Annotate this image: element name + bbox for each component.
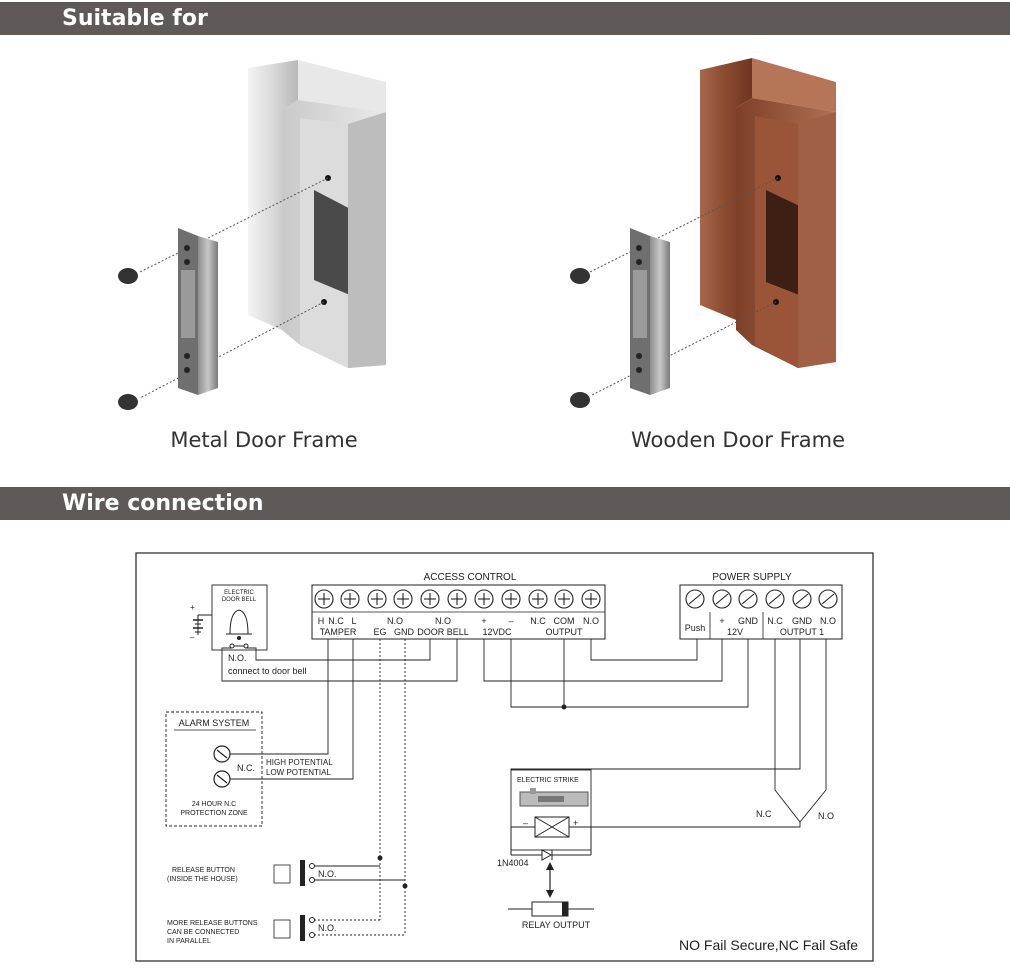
- svg-text:–: –: [523, 818, 528, 828]
- suitable-for-header: Suitable for: [0, 2, 1010, 35]
- ac-terminal-screw-icon-10: [554, 589, 574, 609]
- ac-label-doorbell: DOOR BELL: [417, 627, 469, 637]
- wooden-door-frame: [570, 58, 836, 408]
- ac-label-gnd: GND: [394, 627, 415, 637]
- doorbell-no-label: N.O.: [228, 653, 247, 663]
- svg-text:DOOR BELL: DOOR BELL: [222, 597, 257, 603]
- svg-text:(INSIDE THE HOUSE): (INSIDE THE HOUSE): [167, 876, 238, 883]
- svg-text:N.C: N.C: [756, 809, 772, 819]
- ac-label-no-bell: N.O: [435, 616, 451, 626]
- ps-label-gnd2: GND: [792, 616, 813, 626]
- diagram-border: [135, 552, 874, 962]
- ac-label-out-no: N.O: [583, 616, 599, 626]
- ac-label-no-eg: N.O: [387, 616, 403, 626]
- ps-label-no: N.O: [820, 616, 836, 626]
- ac-terminal-screw-icon-6: [447, 589, 467, 609]
- svg-text:N.O.: N.O.: [318, 923, 337, 933]
- svg-text:CAN BE CONNECTED: CAN BE CONNECTED: [167, 929, 239, 936]
- svg-text:MORE RELEASE BUTTONS: MORE RELEASE BUTTONS: [167, 920, 258, 927]
- svg-text:+: +: [190, 603, 195, 612]
- ac-label-nc: N.C: [328, 616, 344, 626]
- svg-text:PROTECTION ZONE: PROTECTION ZONE: [180, 810, 248, 817]
- alarm-system: ALARM SYSTEM N.C. 24 HOUR N.C PROTECTION…: [165, 639, 354, 827]
- ps-label-12v: 12V: [727, 627, 743, 637]
- ac-terminal-screw-icon-7: [474, 589, 494, 609]
- svg-text:ELECTRIC STRIKE: ELECTRIC STRIKE: [517, 777, 579, 784]
- ac-terminal-screw-icon-1: [314, 589, 334, 609]
- svg-text:ALARM SYSTEM: ALARM SYSTEM: [179, 718, 250, 728]
- access-control-title: ACCESS CONTROL: [424, 572, 517, 583]
- diode-icon: [541, 849, 553, 861]
- svg-text:RELAY OUTPUT: RELAY OUTPUT: [522, 920, 591, 930]
- svg-text:–: –: [190, 633, 195, 642]
- ac-terminal-screw-icon-4: [393, 589, 413, 609]
- power-supply-block: POWER SUPPLY Push + GND 12V N.C GND N.O …: [679, 572, 843, 640]
- svg-text:IN PARALLEL: IN PARALLEL: [167, 938, 211, 945]
- ac-label-l: L: [351, 616, 356, 626]
- svg-text:ELECTRIC: ELECTRIC: [224, 590, 254, 596]
- ac-terminal-screw-icon-8: [501, 589, 521, 609]
- svg-text:1N4004: 1N4004: [497, 858, 529, 868]
- ac-label-out-nc: N.C: [530, 616, 546, 626]
- svg-text:N.O: N.O: [818, 811, 834, 821]
- electric-strike-icon: [519, 788, 589, 807]
- svg-text:N.O.: N.O.: [318, 869, 337, 879]
- metal-frame-caption: Metal Door Frame: [170, 428, 358, 452]
- ps-terminal-screw-icon-4: [765, 589, 785, 609]
- svg-text:HIGH POTENTIAL: HIGH POTENTIAL: [266, 758, 333, 767]
- ps-label-output1: OUTPUT 1: [780, 627, 824, 637]
- access-control-block: ACCESS CONTROL H N.C L N.O N.O + – N.C C…: [311, 572, 606, 640]
- fail-mode-note: NO Fail Secure,NC Fail Safe: [679, 937, 858, 953]
- release-buttons: RELEASE BUTTON (INSIDE THE HOUSE) N.O. M…: [167, 639, 408, 945]
- wooden-frame-caption: Wooden Door Frame: [630, 428, 846, 452]
- ps-terminal-screw-icon-3: [738, 589, 758, 609]
- ac-terminal-screw-icon-11: [581, 589, 601, 609]
- ps-label-gnd: GND: [738, 616, 759, 626]
- ac-label-12vdc: 12VDC: [482, 627, 512, 637]
- electric-door-bell: ELECTRIC DOOR BELL + – N.O. connect to d…: [190, 584, 458, 682]
- svg-text:24 HOUR N.C: 24 HOUR N.C: [192, 801, 236, 808]
- svg-text:+: +: [573, 818, 578, 828]
- ps-terminal-screw-icon-1: [685, 589, 705, 609]
- metal-door-frame: [118, 60, 386, 410]
- ac-label-plus: +: [481, 616, 486, 626]
- ac-label-h: H: [318, 616, 325, 626]
- release-button-1-icon: [273, 864, 291, 884]
- bell-icon: [229, 609, 249, 635]
- ac-terminal-screw-icon-5: [420, 589, 440, 609]
- ac-label-minus: –: [508, 616, 513, 626]
- ps-label-nc: N.C: [767, 616, 783, 626]
- ac-terminal-screw-icon-2: [340, 589, 360, 609]
- ac-label-com: COM: [554, 616, 575, 626]
- power-wiring: [483, 639, 749, 710]
- connect-doorbell-label: connect to door bell: [228, 666, 307, 676]
- svg-text:LOW POTENTIAL: LOW POTENTIAL: [266, 768, 331, 777]
- svg-text:N.C.: N.C.: [237, 763, 255, 773]
- ac-terminal-screw-icon-3: [367, 589, 387, 609]
- ac-label-tamper: TAMPER: [320, 627, 357, 637]
- wire-connection-header: Wire connection: [0, 487, 1010, 520]
- power-supply-title: POWER SUPPLY: [712, 572, 792, 583]
- ps-terminal-screw-icon-6: [818, 589, 838, 609]
- ps-label-plus: +: [719, 616, 724, 626]
- ps-terminal-screw-icon-5: [792, 589, 812, 609]
- ps-terminal-screw-icon-2: [712, 589, 732, 609]
- svg-text:RELEASE BUTTON: RELEASE BUTTON: [172, 867, 235, 874]
- ac-label-output: OUTPUT: [546, 627, 584, 637]
- release-button-2-icon: [273, 919, 291, 939]
- ps-label-push: Push: [685, 623, 706, 633]
- ac-label-eg: EG: [373, 627, 386, 637]
- ac-terminal-screw-icon-9: [528, 589, 548, 609]
- electric-strike: ELECTRIC STRIKE – + 1N4004 RELAY OUTPUT …: [497, 639, 834, 930]
